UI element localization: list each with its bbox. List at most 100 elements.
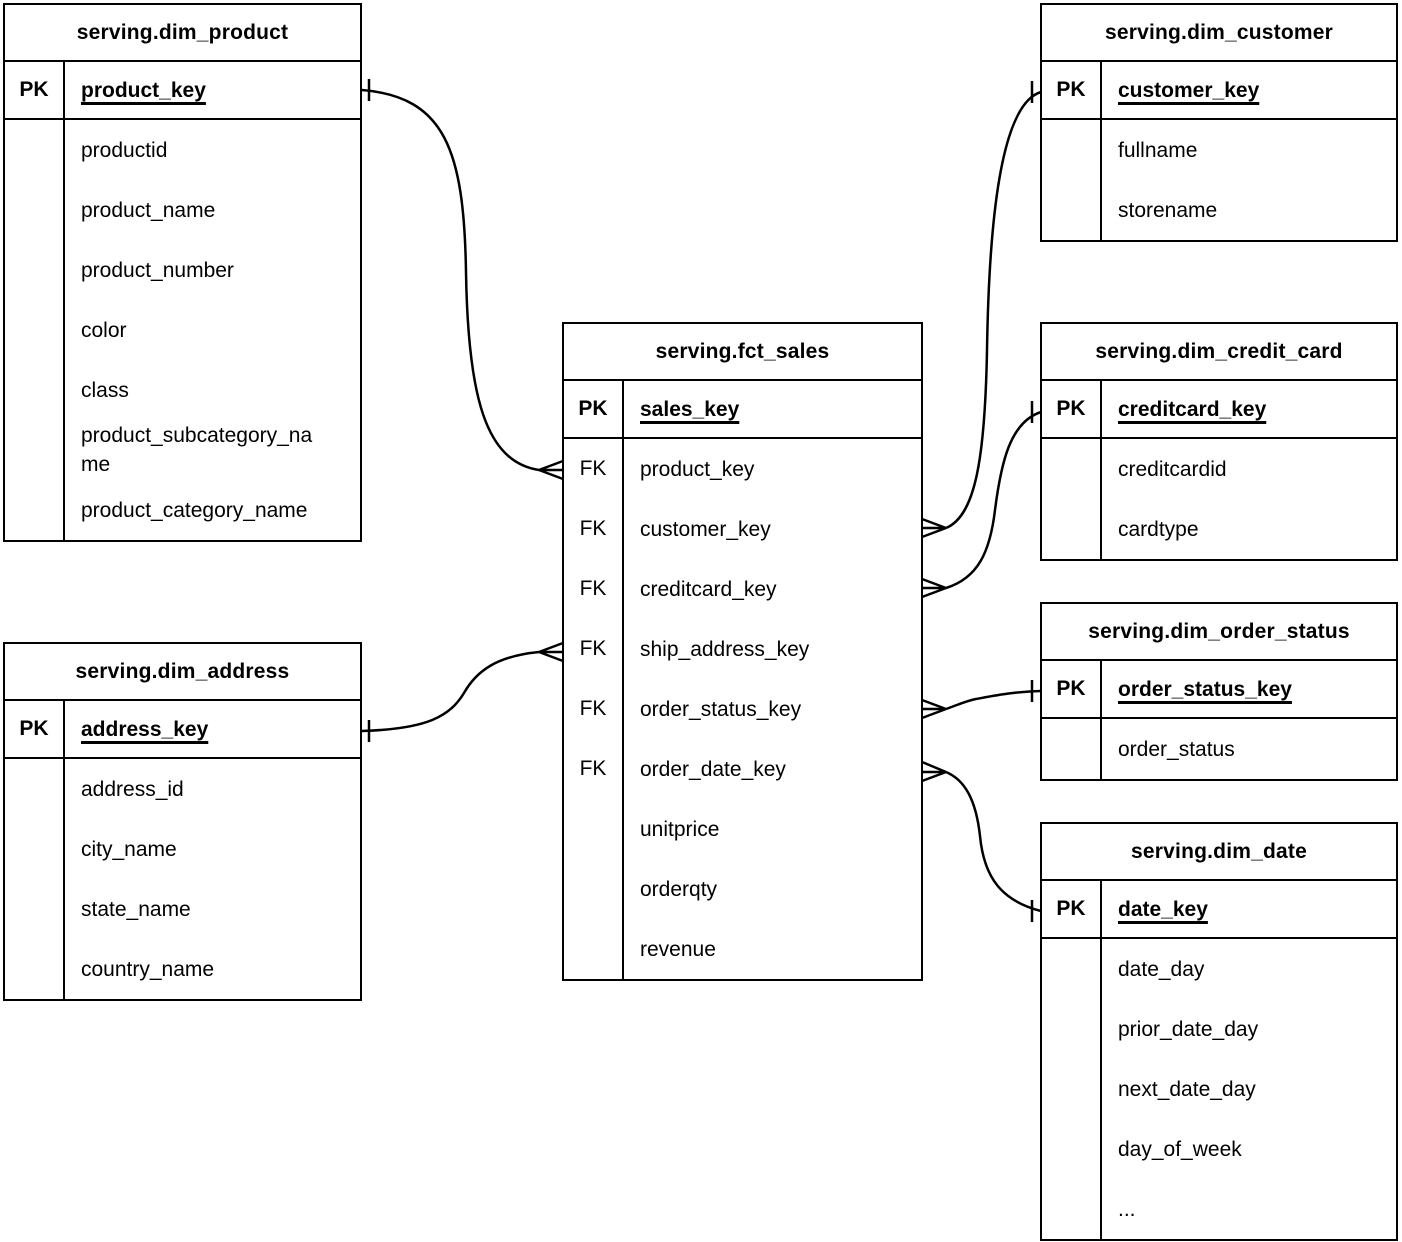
table-title: serving.dim_customer (1042, 5, 1396, 62)
empty-label-cell (1042, 1059, 1102, 1119)
primary-key-row: PK address_key (5, 701, 360, 759)
pk-label: PK (1056, 677, 1086, 700)
field-cell: next_date_day (1102, 1059, 1396, 1119)
field-cell: ship_address_key (624, 619, 921, 679)
field-cell: order_date_key (624, 739, 921, 799)
field-name: order_status (1118, 737, 1235, 761)
pk-label-cell: PK (1042, 661, 1102, 717)
crowfoot-many-marker (921, 577, 947, 599)
pk-label-cell: PK (5, 701, 65, 757)
field-cell: country_name (65, 939, 360, 999)
field-name: product_key (640, 457, 755, 481)
empty-label-cell (5, 420, 65, 480)
field-cell: product_subcategory_name (65, 420, 360, 480)
table-row: product_subcategory_name (5, 420, 360, 480)
field-cell: date_day (1102, 939, 1396, 999)
empty-label-cell (1042, 1179, 1102, 1239)
field-cell: product_category_name (65, 480, 360, 540)
relation-address-line (361, 650, 540, 733)
pk-field-cell: product_key (65, 62, 360, 118)
field-name: order_status_key (640, 697, 802, 721)
field-name: ship_address_key (640, 637, 810, 661)
field-cell: class (65, 360, 360, 420)
primary-key-row: PK product_key (5, 62, 360, 120)
field-cell: unitprice (624, 799, 921, 859)
table-row: FK order_status_key (564, 679, 921, 739)
empty-label-cell (5, 360, 65, 420)
pk-label: PK (578, 397, 608, 420)
relation-product-line (361, 88, 540, 472)
empty-label-cell (1042, 939, 1102, 999)
relation-creditcard (921, 401, 1042, 599)
empty-label-cell (5, 240, 65, 300)
pk-field-cell: date_key (1102, 881, 1396, 937)
table-row: storename (1042, 180, 1396, 240)
crowfoot-many-marker (538, 459, 564, 481)
primary-key-row: PK creditcard_key (1042, 381, 1396, 439)
empty-label-cell (5, 939, 65, 999)
field-cell: product_number (65, 240, 360, 300)
field-cell: customer_key (624, 499, 921, 559)
field-name: class (81, 378, 129, 402)
field-cell: creditcardid (1102, 439, 1396, 499)
empty-label-cell (5, 180, 65, 240)
field-name: date_day (1118, 957, 1205, 981)
pk-field-cell: customer_key (1102, 62, 1396, 118)
pk-field-name: sales_key (640, 397, 740, 421)
empty-label-cell (1042, 719, 1102, 779)
table-title: serving.dim_credit_card (1042, 324, 1396, 381)
empty-label-cell (5, 879, 65, 939)
field-name: state_name (81, 897, 191, 921)
table-row: product_number (5, 240, 360, 300)
fk-label: FK (579, 637, 607, 660)
field-cell: storename (1102, 180, 1396, 240)
fk-label-cell: FK (564, 739, 624, 799)
field-name: orderqty (640, 877, 718, 901)
field-name: creditcardid (1118, 457, 1227, 481)
fk-label-cell: FK (564, 619, 624, 679)
field-name: next_date_day (1118, 1077, 1256, 1101)
crowfoot-many-marker (921, 760, 947, 783)
field-name: fullname (1118, 138, 1198, 162)
pk-field-cell: creditcard_key (1102, 381, 1396, 437)
relation-order-status (921, 680, 1042, 720)
empty-label-cell (564, 799, 624, 859)
relation-customer (921, 81, 1042, 539)
empty-label-cell (5, 759, 65, 819)
pk-field-name: date_key (1118, 897, 1208, 921)
field-cell: productid (65, 120, 360, 180)
empty-label-cell (1042, 120, 1102, 180)
relation-order-status-line (945, 689, 1042, 711)
empty-label-cell (1042, 439, 1102, 499)
field-cell: city_name (65, 819, 360, 879)
pk-label-cell: PK (5, 62, 65, 118)
relation-customer-line (945, 90, 1042, 530)
table-title: serving.dim_date (1042, 824, 1396, 881)
field-cell: day_of_week (1102, 1119, 1396, 1179)
pk-label: PK (19, 78, 49, 101)
pk-label-cell: PK (1042, 62, 1102, 118)
pk-label: PK (1056, 397, 1086, 420)
field-name: address_id (81, 777, 184, 801)
primary-key-row: PK date_key (1042, 881, 1396, 939)
table-title: serving.dim_order_status (1042, 604, 1396, 661)
field-name: country_name (81, 957, 215, 981)
pk-label: PK (1056, 897, 1086, 920)
field-name: ... (1118, 1197, 1136, 1221)
crowfoot-many-marker (921, 698, 947, 720)
empty-label-cell (5, 480, 65, 540)
fk-label: FK (579, 697, 607, 720)
pk-label: PK (19, 717, 49, 740)
pk-label-cell: PK (564, 381, 624, 437)
pk-label-cell: PK (1042, 881, 1102, 937)
pk-label-cell: PK (1042, 381, 1102, 437)
pk-field-name: address_key (81, 717, 209, 741)
table-row: unitprice (564, 799, 921, 859)
table-row: state_name (5, 879, 360, 939)
